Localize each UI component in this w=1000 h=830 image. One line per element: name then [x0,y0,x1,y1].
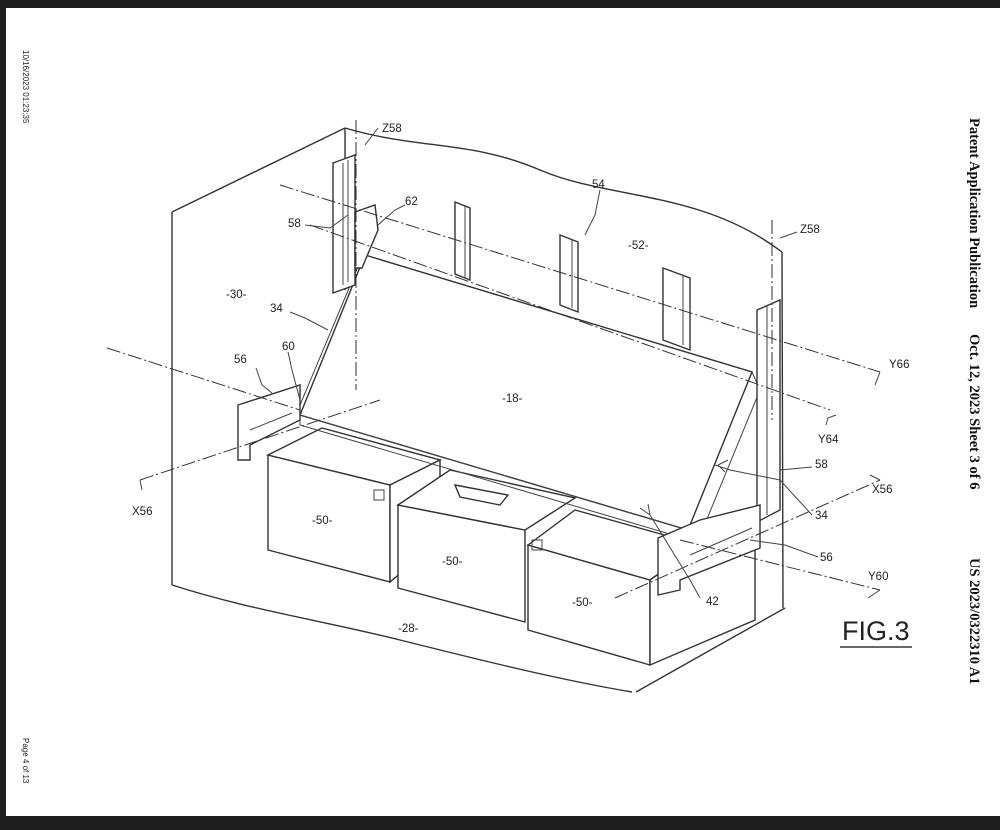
figure-title: FIG.3 [842,616,910,646]
label-34-left: 34 [270,303,283,315]
label-box-50-1: -50- [312,515,333,527]
label-box-50-2: -50- [442,556,463,568]
walls [171,127,786,693]
label-y66: Y66 [889,359,909,371]
label-62: 62 [405,196,418,208]
right-support [657,298,781,596]
wall-posts [454,200,691,352]
label-58-right: 58 [815,459,828,471]
label-54: 54 [592,179,605,191]
label-18: -18- [502,393,523,405]
label-box-50-3: -50- [572,597,593,609]
label-56-left: 56 [234,354,247,366]
storage-boxes [265,427,756,667]
reference-labels: Z58 54 62 58 -52- Z58 -30- 34 60 56 -18-… [132,123,912,648]
label-60: 60 [282,341,295,353]
left-support [237,154,379,461]
fig3-drawing: Z58 54 62 58 -52- Z58 -30- 34 60 56 -18-… [106,120,912,693]
label-z58-left: Z58 [382,123,402,135]
label-x56-right: X56 [872,484,892,496]
patent-sheet: 10/16/2023 01:23:35 Page 4 of 13 Patent … [6,8,1000,816]
label-58-left: 58 [288,218,301,230]
label-56-right: 56 [820,552,833,564]
label-52: -52- [628,240,649,252]
label-y60: Y60 [868,571,888,583]
label-30: -30- [226,289,247,301]
axis-lines [106,120,881,599]
leader-lines [139,127,881,599]
label-z58-right: Z58 [800,224,820,236]
label-34-right: 34 [815,510,828,522]
label-28: -28- [398,623,419,635]
label-y64: Y64 [818,434,839,446]
label-x56-left: X56 [132,506,152,518]
label-42: 42 [706,596,719,608]
